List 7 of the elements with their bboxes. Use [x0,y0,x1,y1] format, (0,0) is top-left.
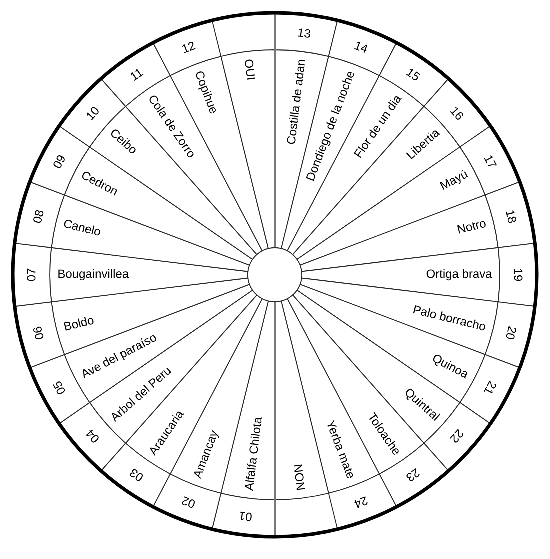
number-cell: 13 [274,12,338,57]
number-cell: 19 [498,242,538,308]
number-cell: 20 [484,302,536,368]
number-cell: 01 [212,493,276,538]
number-cell: 08 [14,182,66,248]
number-cell: 18 [484,182,536,248]
number-cell: 06 [14,302,66,368]
